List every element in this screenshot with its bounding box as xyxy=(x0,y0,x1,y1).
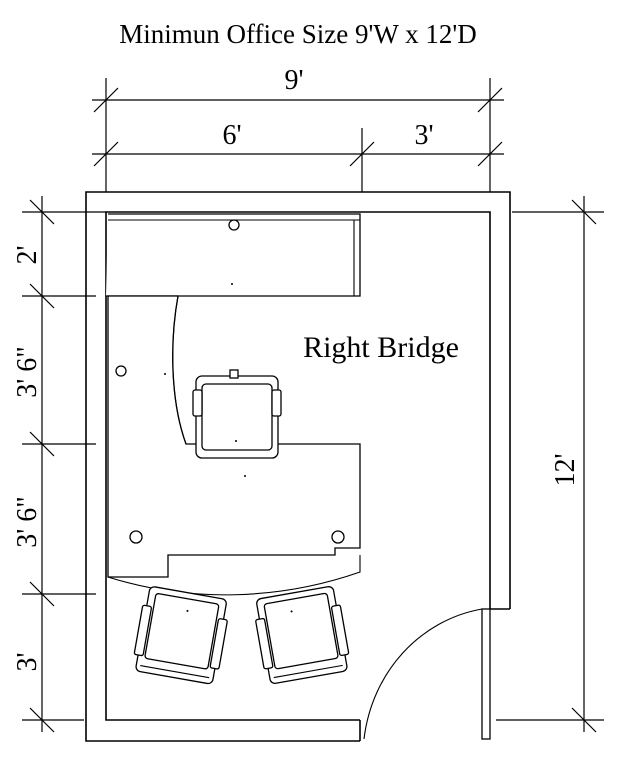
room-label: Right Bridge xyxy=(303,331,459,364)
dim-width-total: 9' xyxy=(284,65,303,96)
room-walls xyxy=(85,191,511,742)
grommet xyxy=(228,219,240,231)
dim-width-side: 3' xyxy=(414,120,433,151)
dim-width-desk: 6' xyxy=(222,120,241,151)
grommet xyxy=(115,365,127,377)
dim-depth-segment-1: 2' xyxy=(12,245,43,264)
door-leaf xyxy=(481,608,491,740)
right-dimension: 12' xyxy=(496,196,604,733)
desk-front-curve xyxy=(107,555,361,596)
guest-chair-right xyxy=(255,586,350,684)
top-dimensions: 9' 6' 3' xyxy=(92,65,504,192)
door-swing-arc xyxy=(363,608,483,740)
grommet xyxy=(331,530,345,544)
guest-chair-left xyxy=(133,586,228,685)
credenza xyxy=(106,213,361,297)
office-chair xyxy=(192,369,282,459)
left-dimensions: 2' 3' 6" 3' 6" 3' xyxy=(12,196,106,733)
desk xyxy=(106,213,361,596)
dim-depth-segment-2: 3' 6" xyxy=(12,346,43,397)
dim-depth-segment-3: 3' 6" xyxy=(12,496,43,547)
dim-depth-segment-4: 3' xyxy=(12,652,43,671)
plan-title: Minimun Office Size 9'W x 12'D xyxy=(119,19,476,49)
door xyxy=(363,608,491,740)
dim-depth-total: 12' xyxy=(550,453,581,486)
grommet xyxy=(129,530,143,544)
